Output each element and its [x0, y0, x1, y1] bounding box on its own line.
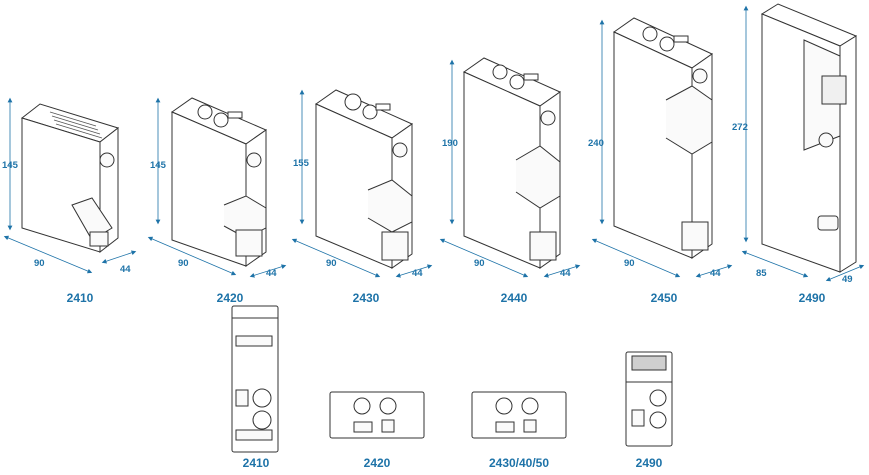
dimensions-2450	[591, 19, 733, 278]
dimensions-2440	[439, 59, 581, 278]
depth-label-2490: 85	[756, 268, 767, 279]
model-label-2490: 2490	[798, 291, 826, 305]
bottom-view-label-2410: 2410	[242, 456, 270, 470]
height-label-2420: 145	[150, 160, 167, 171]
width-label-2490: 49	[842, 274, 853, 285]
dimensions-2420	[147, 97, 287, 278]
dimensions-2490	[741, 5, 865, 282]
dimensions-2430	[291, 89, 433, 278]
bottom-view-label-2490: 2490	[635, 456, 663, 470]
width-label-2440: 44	[560, 268, 571, 279]
bottom-view-2410	[231, 305, 279, 453]
model-label-2420: 2420	[216, 291, 244, 305]
model-label-2430: 2430	[352, 291, 380, 305]
height-label-2450: 240	[588, 138, 604, 149]
model-label-2450: 2450	[650, 291, 678, 305]
width-label-2450: 44	[710, 268, 721, 279]
depth-label-2410: 90	[34, 258, 45, 269]
bottom-view-label-2430-40-50: 2430/40/50	[488, 456, 550, 470]
height-label-2430: 155	[293, 158, 310, 169]
enclosure-2420	[170, 97, 268, 267]
depth-label-2440: 90	[474, 258, 485, 269]
depth-label-2430: 90	[326, 258, 337, 269]
bottom-view-2420	[329, 391, 425, 439]
height-label-2490: 272	[732, 122, 748, 133]
enclosure-2450	[613, 17, 713, 259]
model-label-2410: 2410	[66, 291, 94, 305]
width-label-2410: 44	[120, 264, 131, 275]
enclosure-2440	[462, 57, 562, 269]
depth-label-2450: 90	[624, 258, 635, 269]
bottom-view-2430-40-50	[471, 391, 567, 439]
model-label-2440: 2440	[500, 291, 528, 305]
enclosure-2490	[760, 3, 858, 273]
width-label-2430: 44	[412, 268, 423, 279]
enclosure-2430	[314, 89, 414, 269]
depth-label-2420: 90	[178, 258, 189, 269]
bottom-view-label-2420: 2420	[363, 456, 391, 470]
enclosure-2410	[20, 103, 120, 254]
height-label-2410: 145	[2, 160, 19, 171]
dimensions-2410	[3, 97, 137, 274]
height-label-2440: 190	[442, 138, 458, 149]
bottom-view-2490	[625, 351, 673, 447]
width-label-2420: 44	[266, 268, 277, 279]
